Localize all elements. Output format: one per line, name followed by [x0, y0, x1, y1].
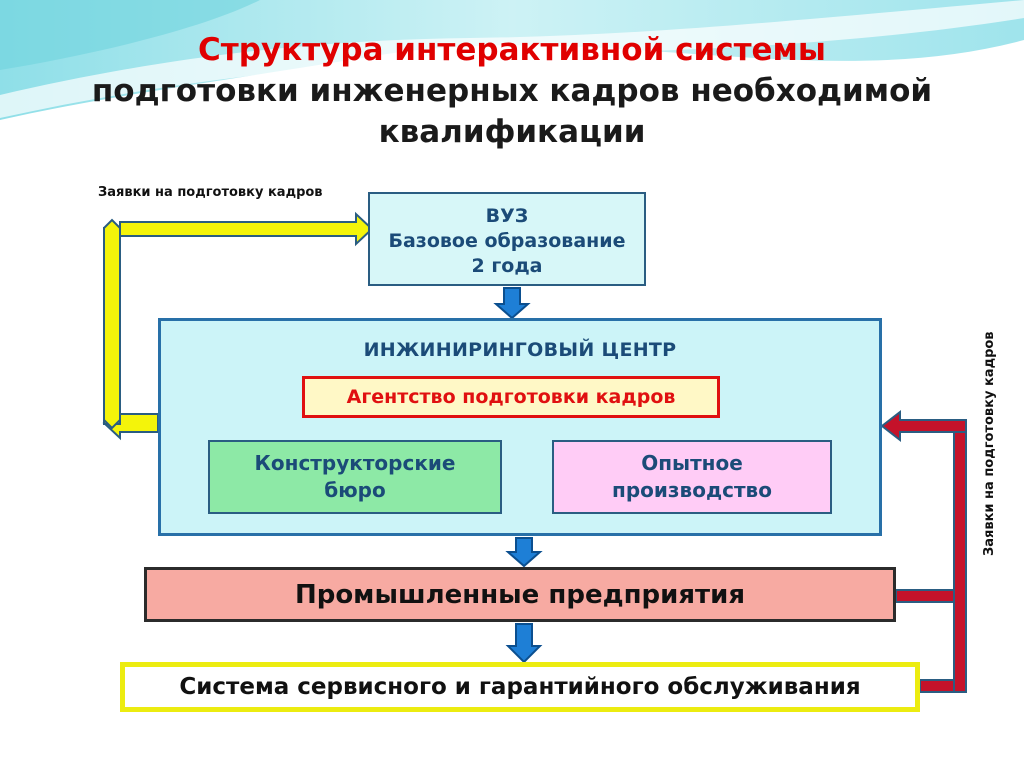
vuz-basic-education: Базовое образование	[388, 230, 626, 252]
center-to-industry-arrow	[505, 537, 543, 568]
title-line-1: Структура интерактивной системы	[198, 32, 826, 68]
industry-to-service-arrow	[505, 623, 543, 664]
right-feedback-loop-arrow	[880, 409, 967, 693]
down-arrows	[493, 287, 543, 664]
agency-box: Агентство подготовки кадров	[302, 376, 720, 418]
pilot-production-box: Опытное производство	[552, 440, 832, 514]
engineering-center-title: ИНЖИНИРИНГОВЫЙ ЦЕНТР	[363, 339, 677, 361]
page-title: Структура интерактивной системы подготов…	[60, 30, 964, 153]
requests-label-top: Заявки на подготовку кадров	[98, 185, 323, 200]
vuz-duration: 2 года	[471, 255, 543, 277]
pilot-production-line-2: производство	[612, 478, 772, 502]
design-bureau-box: Конструкторские бюро	[208, 440, 502, 514]
service-system-label: Система сервисного и гарантийного обслуж…	[179, 674, 861, 700]
vuz-to-center-arrow	[493, 287, 531, 320]
title-line-2: подготовки инженерных кадров необходимой	[91, 73, 933, 109]
industrial-enterprises-label: Промышленные предприятия	[294, 579, 746, 610]
design-bureau-line-2: бюро	[324, 478, 386, 502]
design-bureau-line-1: Конструкторские	[254, 451, 456, 475]
left-loop-corner	[103, 218, 121, 430]
pilot-production-line-1: Опытное	[641, 451, 743, 475]
title-line-3: квалификации	[378, 114, 646, 150]
requests-label-side: Заявки на подготовку кадров	[982, 331, 997, 556]
agency-label: Агентство подготовки кадров	[346, 386, 676, 408]
vuz-title: ВУЗ	[485, 205, 529, 227]
service-system-box: Система сервисного и гарантийного обслуж…	[120, 662, 920, 712]
industrial-enterprises-box: Промышленные предприятия	[144, 567, 896, 622]
vuz-box: ВУЗ Базовое образование 2 года	[368, 192, 646, 286]
